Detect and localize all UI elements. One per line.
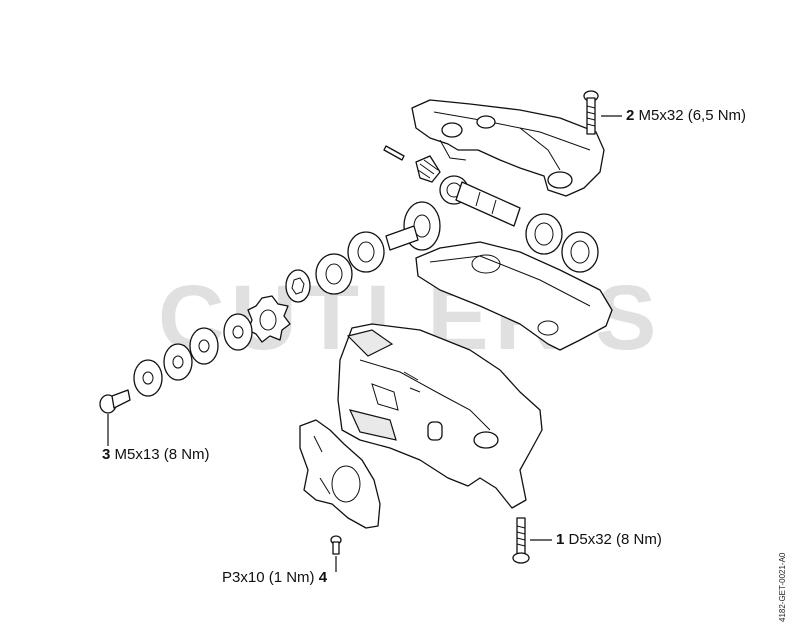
chain-sprocket	[247, 295, 291, 343]
callout-1: 1 D5x32 (8 Nm)	[556, 531, 662, 549]
drive-shaft-pinion	[439, 175, 521, 227]
screw-3	[99, 389, 131, 414]
hex-washer	[285, 269, 311, 303]
washer-c	[163, 343, 193, 381]
callout-4: P3x10 (1 Nm) 4	[222, 569, 327, 587]
main-gear-housing	[337, 323, 543, 509]
screw-4	[330, 535, 342, 555]
callout-2-number: 2	[626, 107, 635, 124]
callout-1-number: 1	[556, 531, 565, 548]
washer-b	[189, 327, 219, 365]
upper-gear-housing	[411, 99, 605, 197]
callout-2-spec: M5x32 (6,5 Nm)	[638, 107, 747, 124]
lower-cover-plate	[415, 241, 613, 351]
bearing-right-a	[525, 213, 563, 255]
screw-1	[512, 517, 530, 564]
bearing-mid-a	[347, 231, 385, 273]
callout-1-spec: D5x32 (8 Nm)	[568, 531, 662, 548]
small-pin	[383, 145, 405, 161]
worm-gear	[415, 155, 441, 183]
callout-2: 2 M5x32 (6,5 Nm)	[626, 107, 746, 125]
washer-a	[223, 313, 253, 351]
callout-4-number: 4	[318, 569, 328, 586]
document-reference: 4182-GET-0021-A0	[778, 552, 787, 622]
screw-2	[583, 90, 599, 135]
washer-d	[133, 359, 163, 397]
bearing-right-b	[561, 231, 599, 273]
callout-4-spec: P3x10 (1 Nm)	[222, 569, 315, 586]
bevel-gear-shaft	[385, 201, 441, 251]
gasket-plate	[299, 419, 381, 529]
callout-3-number: 3	[102, 446, 111, 463]
callout-3-spec: M5x13 (8 Nm)	[114, 446, 210, 463]
bearing-mid-b	[315, 253, 353, 295]
callout-3: 3 M5x13 (8 Nm)	[102, 446, 210, 464]
